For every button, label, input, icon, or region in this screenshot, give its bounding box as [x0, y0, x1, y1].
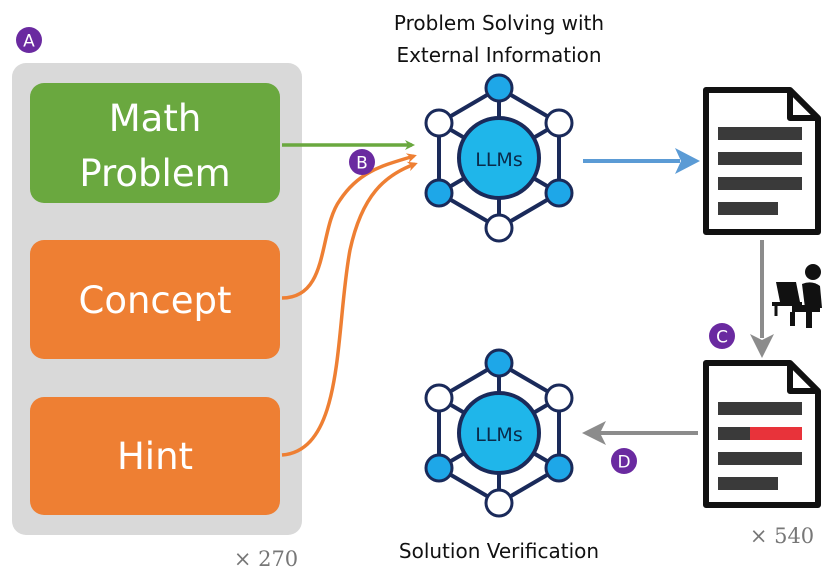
llm-network-icon-top: LLMs	[424, 73, 574, 243]
math-problem-box: Math Problem	[30, 83, 280, 203]
badge-c-letter: C	[716, 328, 728, 348]
badge-a: A	[16, 27, 42, 53]
concept-label: Concept	[78, 279, 231, 322]
person-at-computer-icon	[772, 264, 822, 328]
concept-to-llm-arrow	[281, 153, 417, 300]
badge-b: B	[349, 149, 375, 175]
hint-label: Hint	[117, 435, 193, 478]
verification-caption: Solution Verification	[399, 539, 599, 563]
solving-caption-line2: External Information	[396, 43, 601, 67]
document-icon	[703, 87, 821, 235]
badge-b-letter: B	[356, 154, 368, 174]
hint-to-llm-arrow	[281, 161, 418, 457]
badge-d-letter: D	[617, 453, 630, 473]
document-review-arrow	[750, 240, 774, 358]
llm-label-bottom: LLMs	[475, 424, 522, 446]
reviewed-document-icon	[703, 360, 821, 508]
hint-box: Hint	[30, 397, 280, 515]
inputs-multiplier: × 270	[234, 547, 298, 571]
concept-box: Concept	[30, 240, 280, 359]
llm-network-icon-bottom: LLMs	[424, 348, 574, 518]
math-problem-label-line1: Math	[109, 97, 202, 140]
documents-multiplier: × 540	[750, 524, 814, 548]
math-problem-label-line2: Problem	[79, 152, 230, 195]
document-to-verification-arrow	[582, 421, 698, 445]
error-highlight	[750, 427, 802, 440]
badge-a-letter: A	[23, 32, 35, 52]
badge-d: D	[611, 448, 637, 474]
badge-c: C	[709, 323, 735, 349]
solving-caption-line1: Problem Solving with	[394, 11, 604, 35]
llm-label-top: LLMs	[475, 149, 522, 171]
llm-to-document-arrow	[583, 148, 700, 174]
